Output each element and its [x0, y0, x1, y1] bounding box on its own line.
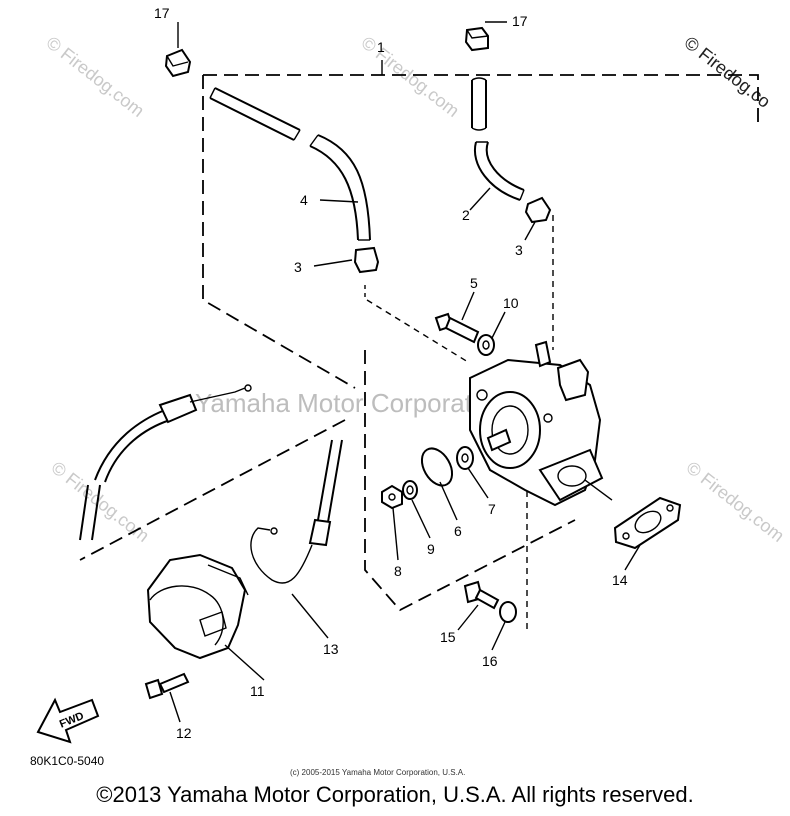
small-copyright: (c) 2005-2015 Yamaha Motor Corporation, … [290, 768, 465, 777]
gasket-part-14 [613, 496, 682, 550]
throttle-cable [79, 384, 252, 541]
callout-13: 13 [323, 641, 339, 657]
washer-part-16 [499, 601, 517, 623]
callout-11: 11 [250, 683, 265, 699]
fwd-arrow-icon: FWD [36, 697, 100, 744]
firedog-watermark: © Firedog.com [358, 32, 464, 121]
washer-part-7 [456, 446, 474, 470]
watermarks: © Firedog.com © Firedog.com © Firedog.co… [43, 32, 789, 546]
diagram-code: 80K1C0-5040 [30, 754, 104, 768]
callout-17: 17 [154, 5, 170, 21]
hose-part-2 [471, 77, 525, 201]
leader-lines [169, 21, 641, 723]
callout-5: 5 [470, 275, 478, 291]
bolt-part-12 [144, 672, 190, 700]
callout-7: 7 [488, 501, 496, 517]
clamp-part-3 [524, 196, 552, 224]
callout-3: 3 [294, 259, 302, 275]
hose-part-4 [209, 87, 371, 241]
washer-part-9 [402, 480, 418, 500]
cap-part-17 [164, 48, 192, 78]
callout-6: 6 [454, 523, 462, 539]
cover-part-11 [146, 553, 249, 660]
callout-14: 14 [612, 572, 628, 588]
callout-3: 3 [515, 242, 523, 258]
firedog-watermark: © Firedog.com [48, 457, 154, 546]
assembly-outline [79, 60, 759, 630]
bolt-part-5 [434, 312, 480, 344]
callout-1: 1 [377, 39, 385, 55]
oil-pump-body [469, 340, 604, 507]
callout-2: 2 [462, 207, 470, 223]
callout-10: 10 [503, 295, 519, 311]
callout-15: 15 [440, 629, 456, 645]
cap-part-17 [464, 26, 489, 52]
firedog-watermark: © Firedog.com [683, 457, 789, 546]
cable-part-13 [250, 439, 343, 584]
callout-9: 9 [427, 541, 435, 557]
callout-8: 8 [394, 563, 402, 579]
callout-16: 16 [482, 653, 498, 669]
footer-copyright: ©2013 Yamaha Motor Corporation, U.S.A. A… [96, 782, 694, 807]
callout-17: 17 [512, 13, 528, 29]
callout-4: 4 [300, 192, 308, 208]
firedog-watermark: © Firedog.com [43, 32, 149, 121]
nut-part-8 [381, 484, 403, 510]
washer-part-10 [477, 334, 495, 356]
bolt-part-15 [463, 580, 500, 610]
plate-part-6 [420, 447, 454, 487]
clamp-part-3 [353, 246, 380, 274]
firedog-watermark-corner: © Firedog.co [681, 32, 775, 111]
callout-12: 12 [176, 725, 192, 741]
callouts: 17 17 1 4 3 2 3 5 10 6 7 8 9 14 15 16 13… [154, 5, 628, 741]
